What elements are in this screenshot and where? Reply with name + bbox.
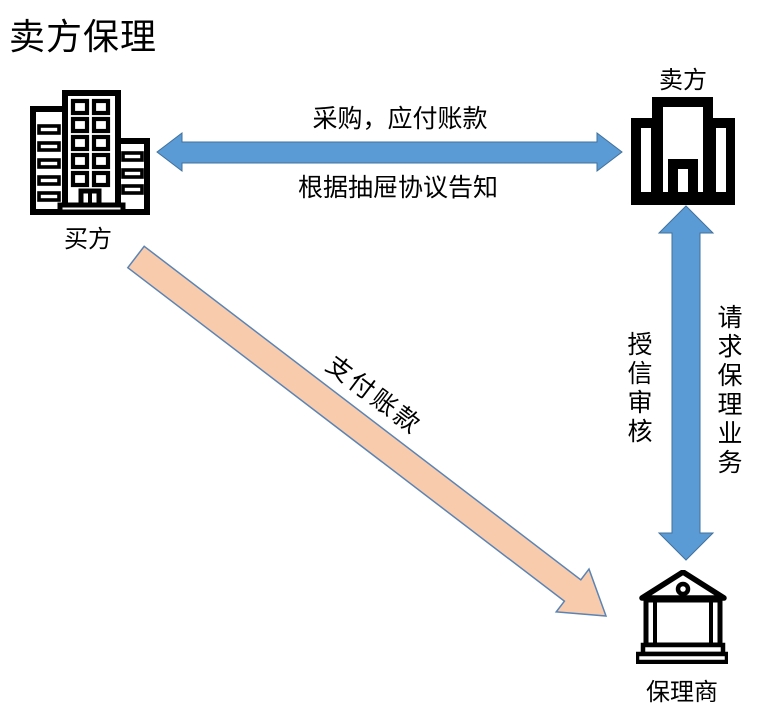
city-buildings-icon [30,90,150,215]
factor-label: 保理商 [646,679,718,706]
buyer-label: 买方 [64,226,112,253]
seller-factor-double-arrow [657,205,715,561]
seller-label: 卖方 [659,67,707,94]
office-building-icon [631,97,735,205]
buyer-seller-double-arrow [156,131,623,173]
bank-icon [636,570,728,664]
purchase-payable-label: 采购，应付账款 [312,105,488,133]
credit-review-label: 授信审核 [624,331,652,447]
page-title: 卖方保理 [9,16,158,57]
payment-arrow [126,245,608,617]
request-factoring-label: 请求保理业务 [714,304,742,478]
drawer-agreement-label: 根据抽屉协议告知 [297,174,498,202]
